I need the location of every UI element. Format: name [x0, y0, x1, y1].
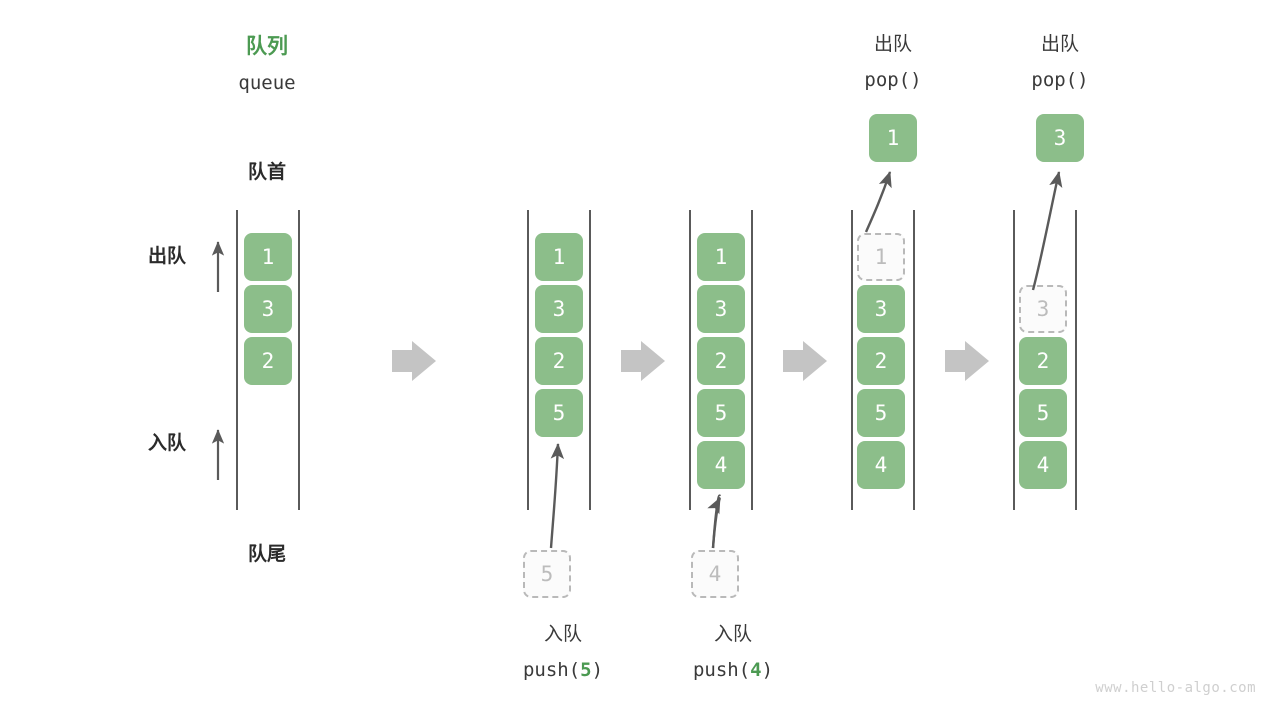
push-label-code: push(5) [523, 659, 603, 683]
pop-label-code: pop() [1031, 69, 1089, 91]
column-4-rail-left [851, 210, 853, 510]
queue-cell: 1 [697, 233, 745, 281]
push-code-arg: 5 [580, 659, 592, 681]
site-watermark: www.hello-algo.com [1095, 680, 1256, 696]
incoming-element-ghost: 4 [691, 550, 739, 598]
column-5-rail-right [1075, 210, 1077, 510]
column-5-rail-left [1013, 210, 1015, 510]
queue-cell: 4 [697, 441, 745, 489]
column-2-rail-right [589, 210, 591, 510]
queue-cell-ghost: 1 [857, 233, 905, 281]
step-arrow-2 [621, 341, 665, 381]
pop-arrow-1 [864, 171, 892, 233]
push-code-prefix: push( [692, 659, 751, 681]
queue-rear-label: 队尾 [247, 544, 287, 565]
column-4-rail-right [913, 210, 915, 510]
queue-cell: 5 [1019, 389, 1067, 437]
push-code-arg: 4 [750, 659, 762, 681]
popped-element: 3 [1036, 114, 1084, 162]
step-arrow-1 [392, 341, 436, 381]
push-code-suffix: ) [591, 659, 604, 681]
pop-label-cn: 出队 [1040, 34, 1080, 55]
push-code-suffix: ) [761, 659, 774, 681]
queue-cell: 1 [244, 233, 292, 281]
column-1-rail-left [236, 210, 238, 510]
queue-title-en: queue [238, 72, 296, 94]
queue-cell: 2 [1019, 337, 1067, 385]
push-arrow-4 [707, 494, 722, 549]
push-arrow-5 [549, 443, 565, 549]
queue-cell: 3 [535, 285, 583, 333]
step-arrow-3 [783, 341, 827, 381]
popped-element: 1 [869, 114, 917, 162]
queue-cell: 5 [857, 389, 905, 437]
queue-cell: 2 [697, 337, 745, 385]
step-arrow-4 [945, 341, 989, 381]
dequeue-direction-label: 出队 [148, 246, 187, 267]
queue-cell: 2 [244, 337, 292, 385]
push-code-prefix: push( [522, 659, 581, 681]
pop-label-code: pop() [864, 69, 922, 91]
pop-label-cn: 出队 [873, 34, 913, 55]
push-label-cn: 入队 [713, 624, 753, 645]
column-3-rail-left [689, 210, 691, 510]
queue-cell: 2 [857, 337, 905, 385]
queue-cell: 4 [1019, 441, 1067, 489]
enqueue-direction-label: 入队 [148, 433, 187, 454]
queue-cell: 3 [697, 285, 745, 333]
column-1-rail-right [298, 210, 300, 510]
queue-cell: 5 [535, 389, 583, 437]
pop-arrow-3 [1031, 171, 1063, 291]
column-2-rail-left [527, 210, 529, 510]
queue-cell: 1 [535, 233, 583, 281]
queue-cell: 2 [535, 337, 583, 385]
queue-cell: 3 [244, 285, 292, 333]
push-label-code: push(4) [693, 659, 773, 683]
queue-cell: 4 [857, 441, 905, 489]
queue-cell: 5 [697, 389, 745, 437]
push-label-cn: 入队 [543, 624, 583, 645]
incoming-element-ghost: 5 [523, 550, 571, 598]
queue-cell-ghost: 3 [1019, 285, 1067, 333]
queue-title-cn: 队列 [246, 35, 288, 58]
queue-cell: 3 [857, 285, 905, 333]
column-3-rail-right [751, 210, 753, 510]
queue-front-label: 队首 [247, 162, 287, 183]
